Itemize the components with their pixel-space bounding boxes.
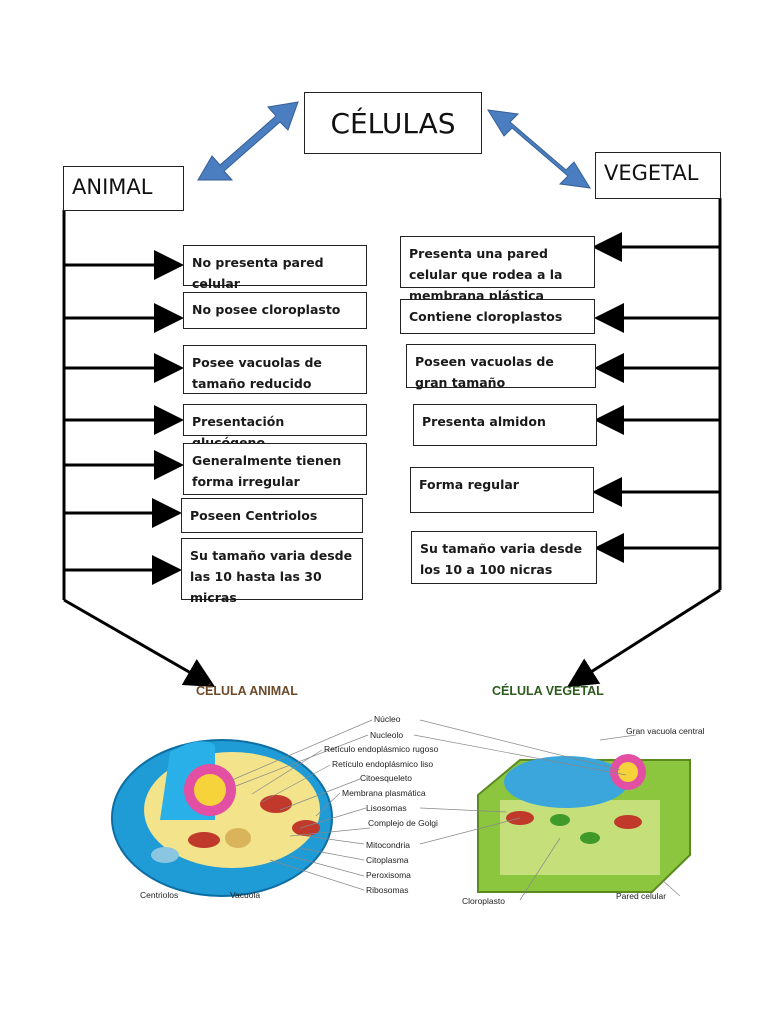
label-citoesqueleto: Citoesqueleto bbox=[360, 773, 412, 783]
label-ribosomas: Ribosomas bbox=[366, 885, 409, 895]
label-reticulo-rugoso: Retículo endoplásmico rugoso bbox=[324, 744, 439, 754]
animal-header: ANIMAL bbox=[63, 166, 184, 211]
label-pared-celular: Pared celular bbox=[616, 891, 666, 901]
animal-cell-caption: CÉLULA ANIMAL bbox=[196, 683, 298, 698]
label-cloroplasto: Cloroplasto bbox=[462, 896, 505, 906]
label-reticulo-liso: Retículo endoplásmico liso bbox=[332, 759, 433, 769]
right-branch-arrows bbox=[592, 232, 720, 563]
arrow-to-vegetal-cell bbox=[566, 588, 721, 688]
label-centriolos: Centriolos bbox=[140, 890, 178, 900]
label-gran-vacuola: Gran vacuola central bbox=[626, 726, 705, 736]
animal-cell-illustration bbox=[111, 739, 333, 897]
animal-item-1: No presenta pared celular bbox=[183, 245, 367, 291]
animal-item-7: Su tamaño varia desde las 10 hasta las 3… bbox=[181, 538, 363, 605]
label-nucleolo: Nucleolo bbox=[370, 730, 403, 740]
label-golgi: Complejo de Golgi bbox=[368, 818, 438, 828]
label-peroxisoma: Peroxisoma bbox=[366, 870, 411, 880]
vegetal-item-3: Poseen vacuolas de gran tamaño bbox=[406, 344, 596, 390]
label-membrana: Membrana plasmática bbox=[342, 788, 426, 798]
vegetal-item-4: Presenta almidon bbox=[413, 404, 597, 446]
vegetal-item-2: Contiene cloroplastos bbox=[400, 299, 595, 334]
vegetal-header: VEGETAL bbox=[595, 152, 721, 199]
vegetal-cell-illustration bbox=[477, 754, 691, 893]
label-vacuola: Vacuola bbox=[230, 890, 260, 900]
vegetal-cell-caption: CÉLULA VEGETAL bbox=[492, 683, 604, 698]
arrow-to-animal-cell bbox=[63, 598, 216, 687]
animal-item-6: Poseen Centriolos bbox=[181, 498, 363, 533]
vegetal-item-6: Su tamaño varia desde los 10 a 100 nicra… bbox=[411, 531, 597, 584]
animal-item-4: Presentación glucógeno bbox=[183, 404, 367, 450]
center-labels: Núcleo Nucleolo Retículo endoplásmico ru… bbox=[324, 714, 439, 895]
label-citoplasma: Citoplasma bbox=[366, 855, 409, 865]
animal-item-5: Generalmente tienen forma irregular bbox=[183, 443, 367, 495]
label-nucleo: Núcleo bbox=[374, 714, 401, 724]
left-branch-arrows bbox=[64, 250, 184, 585]
vegetal-item-5: Forma regular bbox=[410, 467, 594, 513]
double-arrow-right bbox=[487, 109, 591, 189]
animal-item-2: No posee cloroplasto bbox=[183, 292, 367, 329]
page-title: CÉLULAS bbox=[304, 92, 482, 154]
label-leader-lines bbox=[231, 719, 681, 901]
double-arrow-left bbox=[197, 101, 299, 181]
label-lisosomas: Lisosomas bbox=[366, 803, 407, 813]
label-mitocondria: Mitocondria bbox=[366, 840, 410, 850]
animal-item-3: Posee vacuolas de tamaño reducido bbox=[183, 345, 367, 394]
